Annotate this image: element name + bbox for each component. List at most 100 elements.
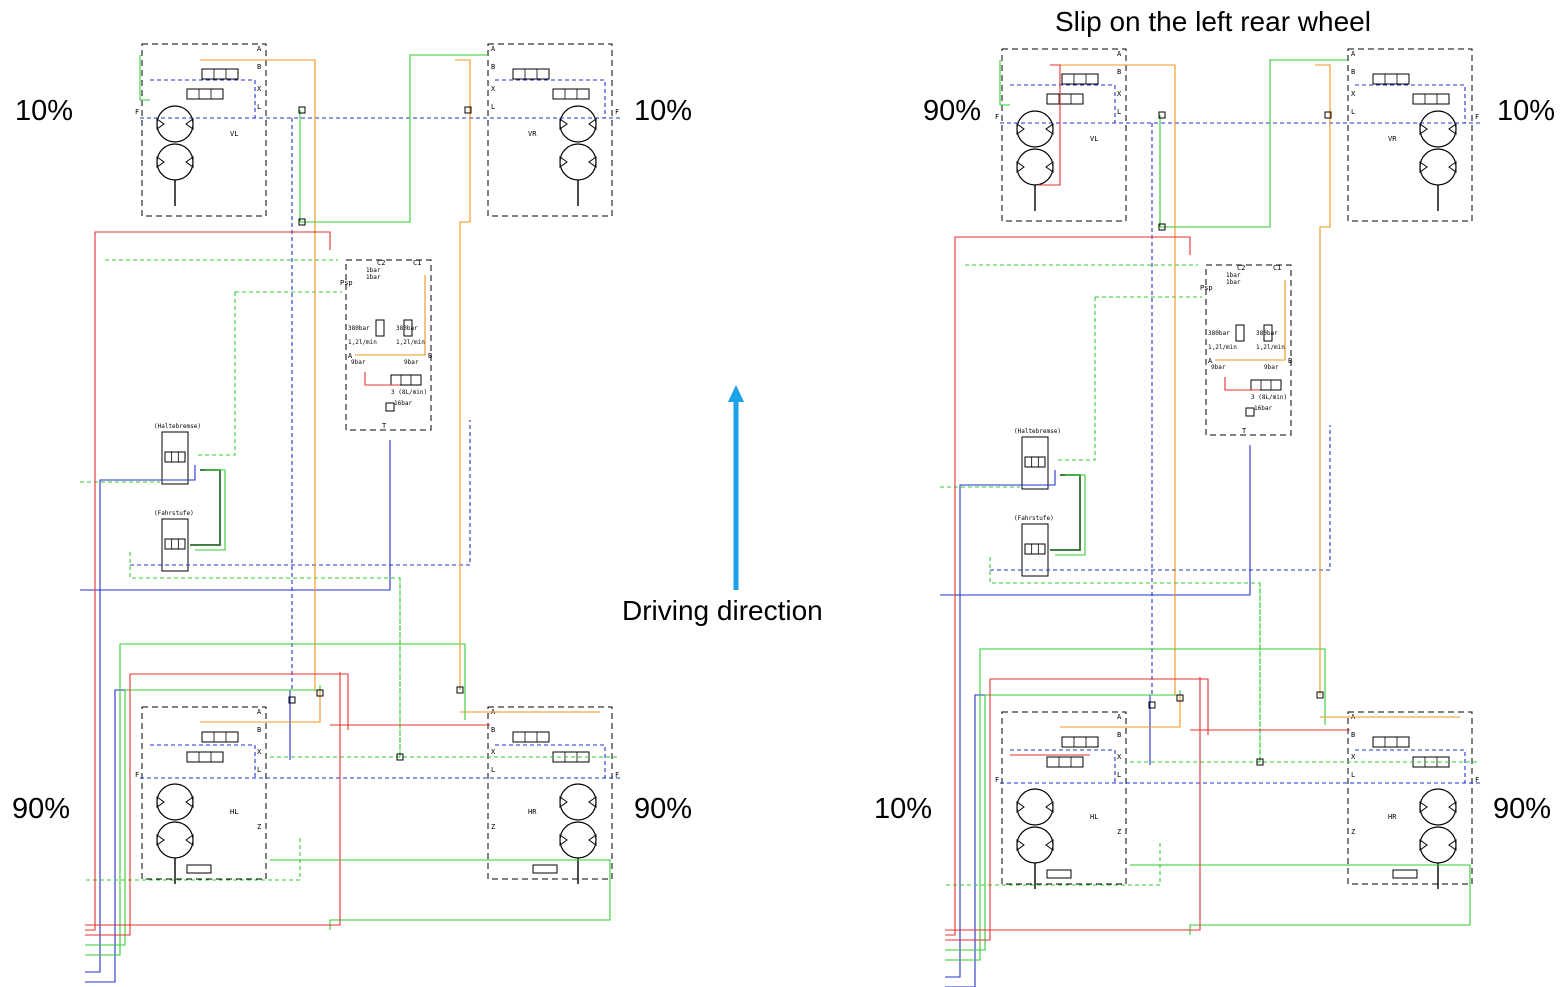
valve-name-label: (Haltebremse) <box>1014 428 1061 435</box>
valve-icon <box>1024 543 1046 555</box>
port-label: A <box>1117 713 1122 721</box>
hydraulic-line <box>945 236 1191 936</box>
hydraulic-line <box>270 859 611 930</box>
hydraulic-line <box>945 677 1201 931</box>
motor-arrow-icon <box>185 834 194 846</box>
valve-icon <box>552 88 590 100</box>
hydraulic-line <box>355 275 426 356</box>
hydraulic-line <box>1315 64 1331 695</box>
port-label: B <box>1117 731 1121 739</box>
hydraulic-line <box>85 231 331 931</box>
valve-icon <box>1024 456 1046 468</box>
hydraulic-line <box>1010 749 1116 783</box>
hydraulic-line <box>945 694 1151 987</box>
pressure-label: 9bar <box>1264 364 1279 371</box>
wheel-unit-box <box>487 43 613 217</box>
hydraulic-line <box>1355 749 1466 783</box>
valve-icon <box>201 68 239 80</box>
port-label: A <box>257 708 262 716</box>
hydraulic-line <box>300 54 488 223</box>
hydraulic-motor-icon <box>559 821 597 859</box>
fitting-icon <box>1148 701 1156 709</box>
right-front-right-percentage: 10% <box>1497 95 1556 127</box>
fitting-icon <box>1256 758 1264 766</box>
fitting-icon <box>298 106 306 114</box>
pressure-label: 380bar <box>1208 330 1230 337</box>
hydraulic-line <box>940 445 1251 596</box>
flow-label: 1,2l/min <box>1208 344 1237 351</box>
valve-icon <box>403 319 413 337</box>
port-label: B <box>257 63 261 71</box>
valve-icon <box>164 451 186 463</box>
hydraulic-line <box>80 440 391 591</box>
hydraulic-line <box>989 557 1261 762</box>
valve-icon <box>1372 73 1410 85</box>
port-label: Z <box>257 823 261 831</box>
hydraulic-line <box>1050 474 1081 551</box>
hydraulic-line <box>1355 84 1466 123</box>
right-front-left-percentage: 90% <box>923 95 982 127</box>
port-label: B <box>428 352 432 360</box>
port-label: T <box>1242 427 1247 435</box>
wheel-position-label: HR <box>528 808 537 816</box>
aux-valve-box <box>1021 523 1049 577</box>
wheel-position-label: VL <box>230 130 238 138</box>
fitting-icon <box>1176 694 1184 702</box>
hydraulic-motor-icon <box>559 783 597 821</box>
port-label: B <box>491 63 495 71</box>
valve-icon <box>1412 93 1450 105</box>
hydraulic-motor-icon <box>1016 826 1054 864</box>
motor-arrow-icon <box>1045 123 1054 135</box>
wheel-position-label: VL <box>1090 135 1098 143</box>
relief-valve-icon <box>1245 407 1255 417</box>
hydraulic-line <box>1055 474 1086 556</box>
motor-arrow-icon <box>156 834 165 846</box>
port-label: L <box>257 766 261 774</box>
valve-icon <box>512 68 550 80</box>
hydraulic-line <box>945 678 1209 941</box>
hydraulic-line <box>1010 84 1116 123</box>
wheel-unit-box <box>1347 711 1473 885</box>
port-label: F <box>615 108 619 116</box>
pressure-label: 380bar <box>1256 330 1278 337</box>
motor-arrow-icon <box>1016 161 1025 173</box>
port-label: F <box>615 771 619 779</box>
port-label: F <box>135 771 139 779</box>
flow-label: 1,2l/min <box>396 339 425 346</box>
motor-arrow-icon <box>156 796 165 808</box>
hydraulic-motor-icon <box>156 105 194 143</box>
pressure-label: 1bar <box>1226 272 1241 279</box>
motor-arrow-icon <box>559 796 568 808</box>
port-label: X <box>1351 90 1356 98</box>
port-label: C1 <box>413 259 421 267</box>
hydraulic-motor-icon <box>156 821 194 859</box>
port-label: Psp <box>340 279 353 287</box>
wheel-position-label: VR <box>1388 135 1397 143</box>
valve-icon <box>1061 736 1099 748</box>
port-label: Psp <box>1200 284 1213 292</box>
right-rear-left-percentage: 10% <box>874 793 933 825</box>
motor-arrow-icon <box>1448 839 1457 851</box>
motor-arrow-icon <box>1448 123 1457 135</box>
hydraulic-line <box>1130 864 1471 935</box>
port-label: A <box>491 45 496 53</box>
hydraulic-line <box>85 838 301 881</box>
relief-valve-icon <box>385 402 395 412</box>
pressure-label: 16bar <box>394 400 412 407</box>
aux-valve-box <box>161 431 189 485</box>
port-label: F <box>1475 776 1479 784</box>
slip-title: Slip on the left rear wheel <box>1055 6 1371 37</box>
valve-icon <box>201 731 239 743</box>
pressure-label: 380bar <box>396 325 418 332</box>
port-label: L <box>1117 771 1121 779</box>
brake-cylinder-icon <box>1392 869 1418 879</box>
pressure-label: 380bar <box>348 325 370 332</box>
port-label: F <box>995 113 999 121</box>
hydraulic-line <box>85 465 196 973</box>
port-label: X <box>257 748 262 756</box>
hydraulic-line <box>85 672 341 926</box>
motor-arrow-icon <box>1419 123 1428 135</box>
hydraulic-line <box>150 744 256 778</box>
valve-icon <box>164 538 186 550</box>
motor-arrow-icon <box>1448 801 1457 813</box>
